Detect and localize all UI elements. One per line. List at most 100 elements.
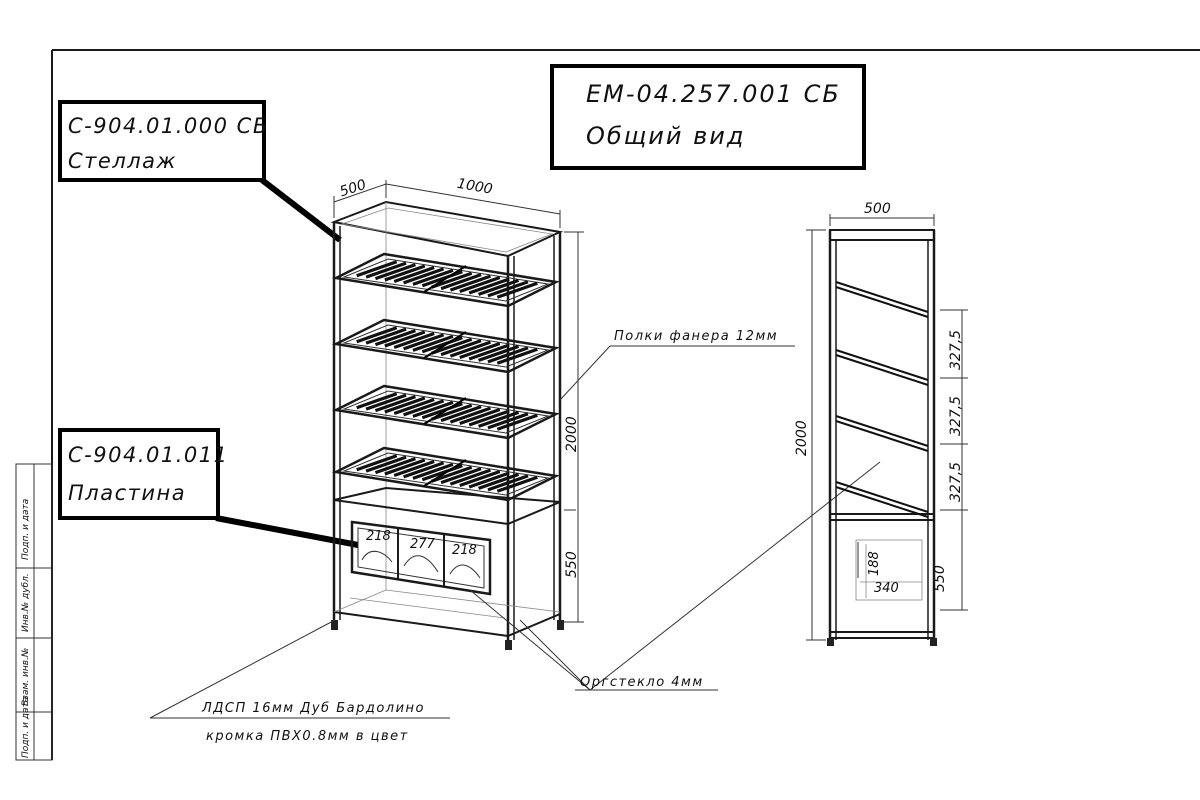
title-designation: ЕМ-04.257.001 СБ [586, 80, 841, 108]
shelf-slat [421, 402, 463, 420]
shelf-slat [468, 409, 510, 427]
shelf-slat [449, 406, 491, 424]
callout-rack-name: Стеллаж [68, 149, 177, 173]
shelf-slat [468, 471, 510, 489]
shelf-slat [440, 339, 482, 357]
side-dim-spacing: 327,5 [948, 462, 964, 502]
shelf-slat [393, 397, 435, 415]
shelf-slat [487, 280, 529, 298]
shelf [331, 446, 561, 502]
shelf-slat [393, 459, 435, 477]
note-edge: кромка ПВХ0.8мм в цвет [206, 729, 409, 744]
title-view-name: Общий вид [586, 122, 745, 150]
shelf [331, 252, 561, 308]
shelf-slat [487, 346, 529, 364]
shelf-slat [496, 347, 538, 365]
shelf-slat [374, 457, 416, 475]
shelf-slat [356, 260, 398, 278]
shelf-inner-edge [342, 258, 550, 302]
shelf-slat [356, 392, 398, 410]
shelf-slat [487, 412, 529, 430]
shelf-inner-edge [342, 324, 550, 368]
shelf-slat [431, 465, 473, 483]
shelf-slat [440, 467, 482, 485]
side-dim-base: 550 [932, 565, 948, 592]
title-block: ЕМ-04.257.001 СБ Общий вид [550, 64, 866, 170]
note-glass: Оргстекло 4мм [580, 675, 704, 690]
shelf-slat [374, 263, 416, 281]
side-shelf-edge [835, 415, 929, 447]
shelf [331, 318, 561, 374]
note-board: ЛДСП 16мм Дуб Бардолино [201, 701, 425, 716]
stamp-cell: Подп. и дата [21, 499, 31, 560]
dim-width: 1000 [456, 176, 494, 198]
shelf-slat [374, 395, 416, 413]
shelf-slat [449, 340, 491, 358]
slot-label: 277 [410, 537, 436, 552]
shelf-slat [421, 464, 463, 482]
side-shelf-edge [835, 354, 929, 386]
shelf-slat [496, 413, 538, 431]
shelf-slat [478, 344, 520, 362]
shelf-slat [384, 330, 426, 348]
callout-rack: С-904.01.000 СБ Стеллаж [58, 100, 342, 243]
shelf-slat [356, 454, 398, 472]
shelf-slat [431, 337, 473, 355]
slot-label: 218 [452, 543, 477, 558]
side-shelf-edge [835, 481, 929, 513]
shelf-slat [356, 326, 398, 344]
shelf-slat [421, 336, 463, 354]
side-dim-spacing: 327,5 [948, 396, 964, 436]
shelf-slat [496, 475, 538, 493]
side-shelf-edge [835, 349, 929, 381]
side-shelf-edge [835, 281, 929, 313]
callout-plate: С-904.01.011 Пластина [58, 428, 359, 548]
shelf-inner-edge [342, 390, 550, 434]
shelf-divider [423, 459, 467, 487]
shelf-slat [440, 405, 482, 423]
shelf-divider [423, 331, 467, 359]
side-shelf-edge [835, 486, 929, 518]
leaders: Полки фанера 12мм Оргстекло 4мм ЛДСП 16м… [149, 329, 881, 744]
plate-window: 218 277 218 [350, 520, 492, 596]
dim-base: 550 [564, 551, 580, 578]
shelf-slat [403, 399, 445, 417]
shelf-slat [365, 327, 407, 345]
side-view: 500 2000 327,5 327,5 327,5 550 188 340 [794, 201, 968, 646]
shelf [331, 384, 561, 440]
shelf-slat [403, 461, 445, 479]
shelf-slat [496, 281, 538, 299]
shelf-slat [449, 274, 491, 292]
stamp-cell: Подп. и дата [21, 697, 31, 758]
shelf-slat [393, 331, 435, 349]
shelf-slat [412, 268, 454, 286]
dim-height: 2000 [564, 416, 580, 452]
shelf-slat [403, 267, 445, 285]
frame-stamp: Подп. и дата Инв.№ дубл. Взам. инв.№ Под… [15, 463, 53, 761]
shelf-slat [421, 270, 463, 288]
stamp-cell: Инв.№ дубл. [21, 573, 31, 632]
shelf-slat [365, 393, 407, 411]
shelf-slat [468, 277, 510, 295]
shelf-slat [459, 408, 501, 426]
shelf-slat [459, 470, 501, 488]
side-dim-height: 2000 [794, 420, 810, 456]
shelf-slat [449, 468, 491, 486]
shelf-group [331, 252, 561, 502]
shelf-slat [478, 410, 520, 428]
front-iso-view: 218 277 218 500 1000 2000 550 [330, 176, 584, 650]
front-dimensions: 500 1000 2000 550 [333, 176, 584, 623]
side-dimensions: 500 2000 327,5 327,5 327,5 550 188 340 [794, 201, 968, 641]
shelf-slat [412, 400, 454, 418]
note-shelves: Полки фанера 12мм [614, 329, 778, 344]
shelf-slat [459, 342, 501, 360]
shelf-slat [431, 271, 473, 289]
callout-plate-code: С-904.01.011 [68, 443, 228, 467]
shelf-slat [384, 264, 426, 282]
shelf-slat [374, 329, 416, 347]
shelf-slat [459, 276, 501, 294]
shelf-slat [468, 343, 510, 361]
shelf-slat [431, 403, 473, 421]
side-shelf-edge [835, 286, 929, 318]
